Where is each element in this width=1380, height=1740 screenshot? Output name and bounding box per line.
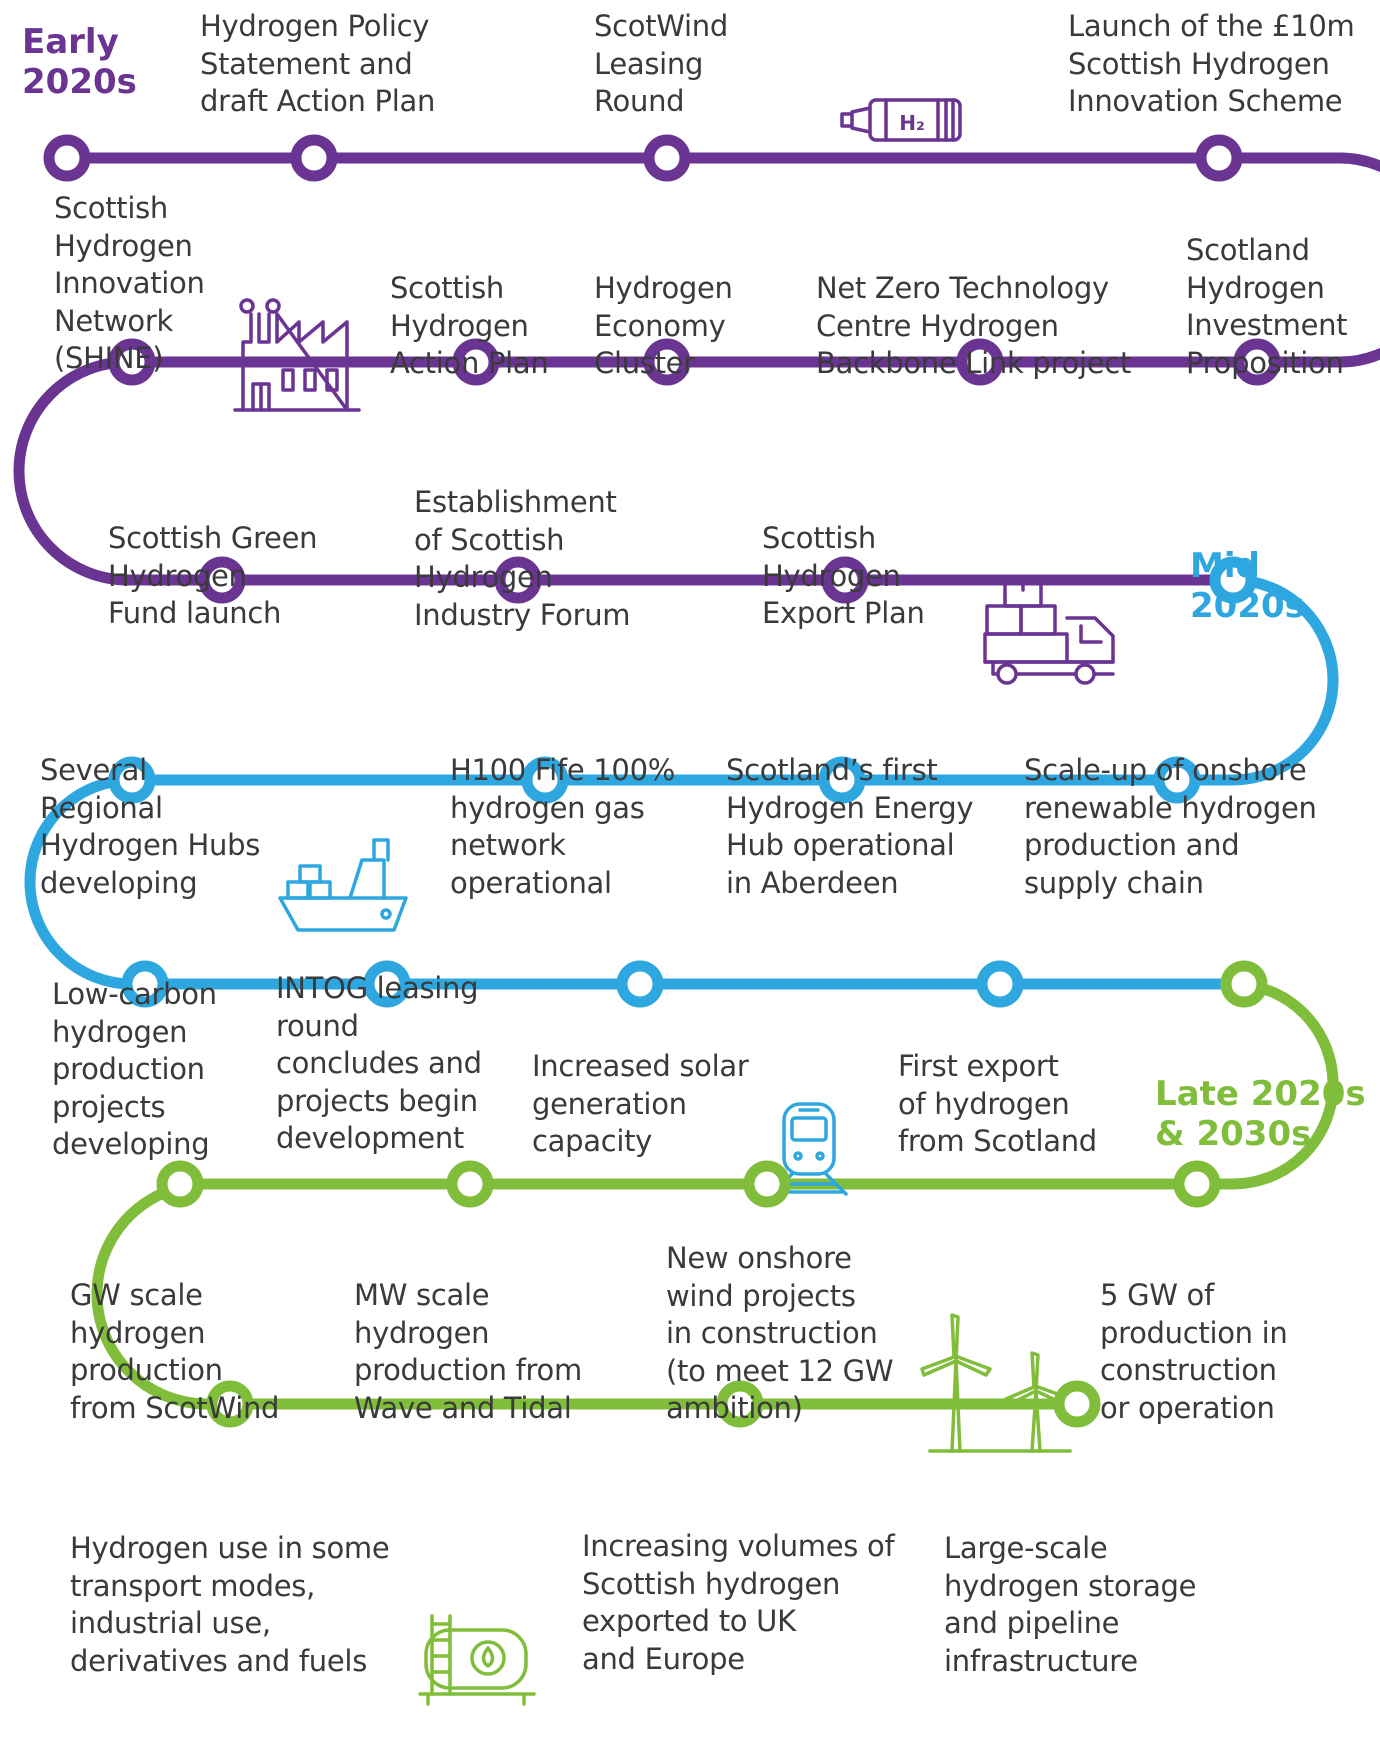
timeline-node — [156, 1160, 204, 1208]
era-label-mid: Mid 2020s — [1190, 546, 1305, 626]
timeline-node — [121, 960, 169, 1008]
milestone-exports-uk-europe: Increasing volumes of Scottish hydrogen … — [582, 1529, 895, 1676]
milestone-aberdeen-energy-hub: Scotland’s first Hydrogen Energy Hub ope… — [726, 753, 974, 900]
timeline-path-segment — [91, 978, 1339, 1410]
timeline-node — [494, 556, 542, 604]
milestone-regional-hubs: Several Regional Hydrogen Hubs developin… — [40, 753, 261, 900]
era-label-early: Early 2020s — [22, 22, 137, 102]
era-label-late: Late 2020s & 2030s — [1155, 1074, 1366, 1154]
timeline-node — [821, 556, 869, 604]
milestone-hydrogen-use: Hydrogen use in some transport modes, in… — [70, 1531, 390, 1678]
timeline-node — [290, 134, 338, 182]
timeline-node — [716, 1380, 764, 1428]
milestone-scotwind-leasing-round: ScotWind Leasing Round — [594, 9, 728, 118]
timeline-node — [108, 756, 156, 804]
timeline-node — [616, 960, 664, 1008]
milestone-h100-fife: H100 Fife 100% hydrogen gas network oper… — [450, 753, 675, 900]
milestone-intog-leasing: INTOG leasing round concludes and projec… — [276, 971, 482, 1155]
timeline-icons: H₂ — [233, 98, 1115, 1706]
milestone-storage-pipeline: Large-scale hydrogen storage and pipelin… — [944, 1531, 1197, 1678]
timeline-node — [976, 960, 1024, 1008]
svg-text:H₂: H₂ — [899, 111, 925, 135]
milestone-5gw-production: 5 GW of production in construction or op… — [1100, 1278, 1288, 1425]
timeline-node — [643, 338, 691, 386]
timeline-node — [452, 338, 500, 386]
wind-turbines-icon — [920, 1313, 1072, 1453]
timeline-node — [521, 756, 569, 804]
milestone-onshore-wind: New onshore wind projects in constructio… — [666, 1241, 894, 1425]
timeline-node — [446, 1160, 494, 1208]
timeline-node — [1053, 1380, 1101, 1428]
factory-icon — [233, 298, 361, 412]
milestone-investment-proposition: Scotland Hydrogen Investment Proposition — [1186, 233, 1348, 380]
timeline-nodes — [43, 134, 1281, 1428]
milestone-low-carbon-projects: Low-carbon hydrogen production projects … — [52, 977, 217, 1161]
milestone-hydrogen-action-plan: Scottish Hydrogen Action Plan — [390, 271, 549, 380]
fuel-tank-icon — [418, 1614, 536, 1706]
timeline-node — [1195, 134, 1243, 182]
timeline-node — [1220, 960, 1268, 1008]
timeline-node — [1233, 338, 1281, 386]
timeline-node — [643, 134, 691, 182]
milestone-first-export: First export of hydrogen from Scotland — [898, 1049, 1097, 1158]
timeline-node — [1153, 756, 1201, 804]
milestone-shine-network: Scottish Hydrogen Innovation Network (SH… — [54, 191, 205, 375]
delivery-truck-icon — [983, 576, 1115, 685]
timeline-node — [43, 134, 91, 182]
timeline-node — [743, 1160, 791, 1208]
milestone-onshore-scale-up: Scale-up of onshore renewable hydrogen p… — [1024, 753, 1317, 900]
timeline-node — [956, 338, 1004, 386]
milestone-hydrogen-economy-cluster: Hydrogen Economy Cluster — [594, 271, 733, 380]
milestone-innovation-scheme-launch: Launch of the £10m Scottish Hydrogen Inn… — [1068, 9, 1355, 118]
hydrogen-tank-icon: H₂ — [840, 98, 962, 142]
milestone-industry-forum: Establishment of Scottish Hydrogen Indus… — [414, 485, 631, 632]
milestone-mw-wave-tidal: MW scale hydrogen production from Wave a… — [354, 1278, 582, 1425]
milestone-green-hydrogen-fund: Scottish Green Hydrogen Fund launch — [108, 521, 318, 630]
milestone-gw-scotwind: GW scale hydrogen production from ScotWi… — [70, 1278, 280, 1425]
timeline-node — [198, 556, 246, 604]
timeline-node — [818, 756, 866, 804]
milestone-solar-capacity: Increased solar generation capacity — [532, 1049, 749, 1158]
cargo-ship-icon — [278, 838, 408, 932]
milestone-hydrogen-policy-statement: Hydrogen Policy Statement and draft Acti… — [200, 9, 436, 118]
timeline-node — [1173, 1160, 1221, 1208]
timeline-node — [108, 338, 156, 386]
timeline-node — [363, 960, 411, 1008]
milestone-export-plan: Scottish Hydrogen Export Plan — [762, 521, 925, 630]
timeline-node — [206, 1380, 254, 1428]
timeline-node — [1209, 556, 1257, 604]
milestone-backbone-link-project: Net Zero Technology Centre Hydrogen Back… — [816, 271, 1131, 380]
